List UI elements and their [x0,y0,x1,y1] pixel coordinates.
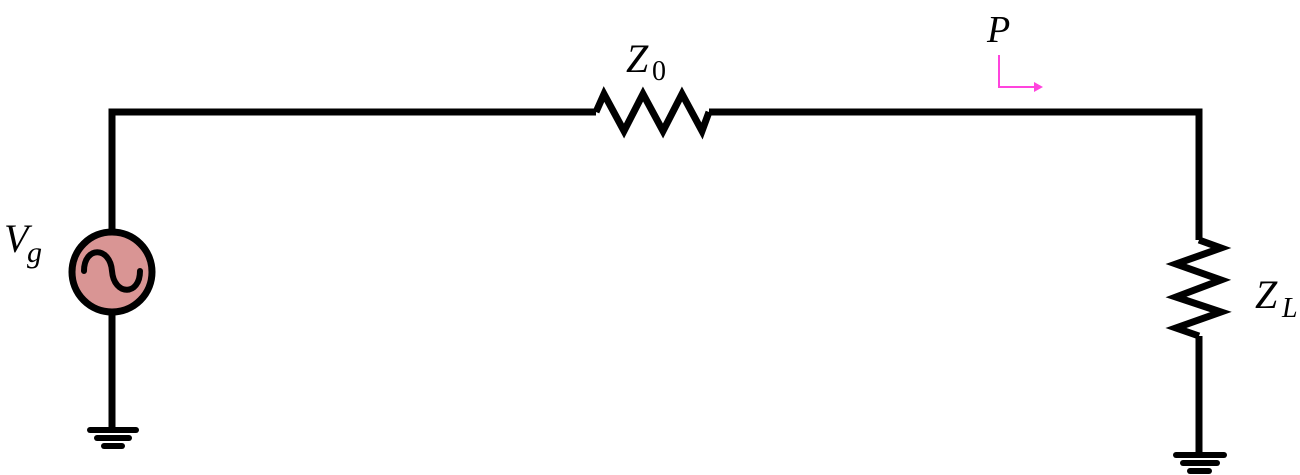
resistor-z0 [592,86,713,140]
wire-top-right [709,108,1203,240]
power-flow-arrow-icon [998,55,1043,92]
line-impedance-subscript: 0 [652,56,666,87]
wire-left-upper [108,108,596,231]
sine-wave-icon [81,249,143,293]
power-label: P [986,9,1010,51]
load-impedance-subscript: L [1281,293,1298,324]
ground-icon-right [1173,452,1227,474]
source-label: V [4,216,33,261]
line-impedance-label: Z [626,36,649,81]
load-impedance-label: Z [1255,272,1278,317]
source-label-subscript: g [27,236,42,269]
resistor-zl [1165,236,1232,340]
ground-icon-left [87,427,139,449]
